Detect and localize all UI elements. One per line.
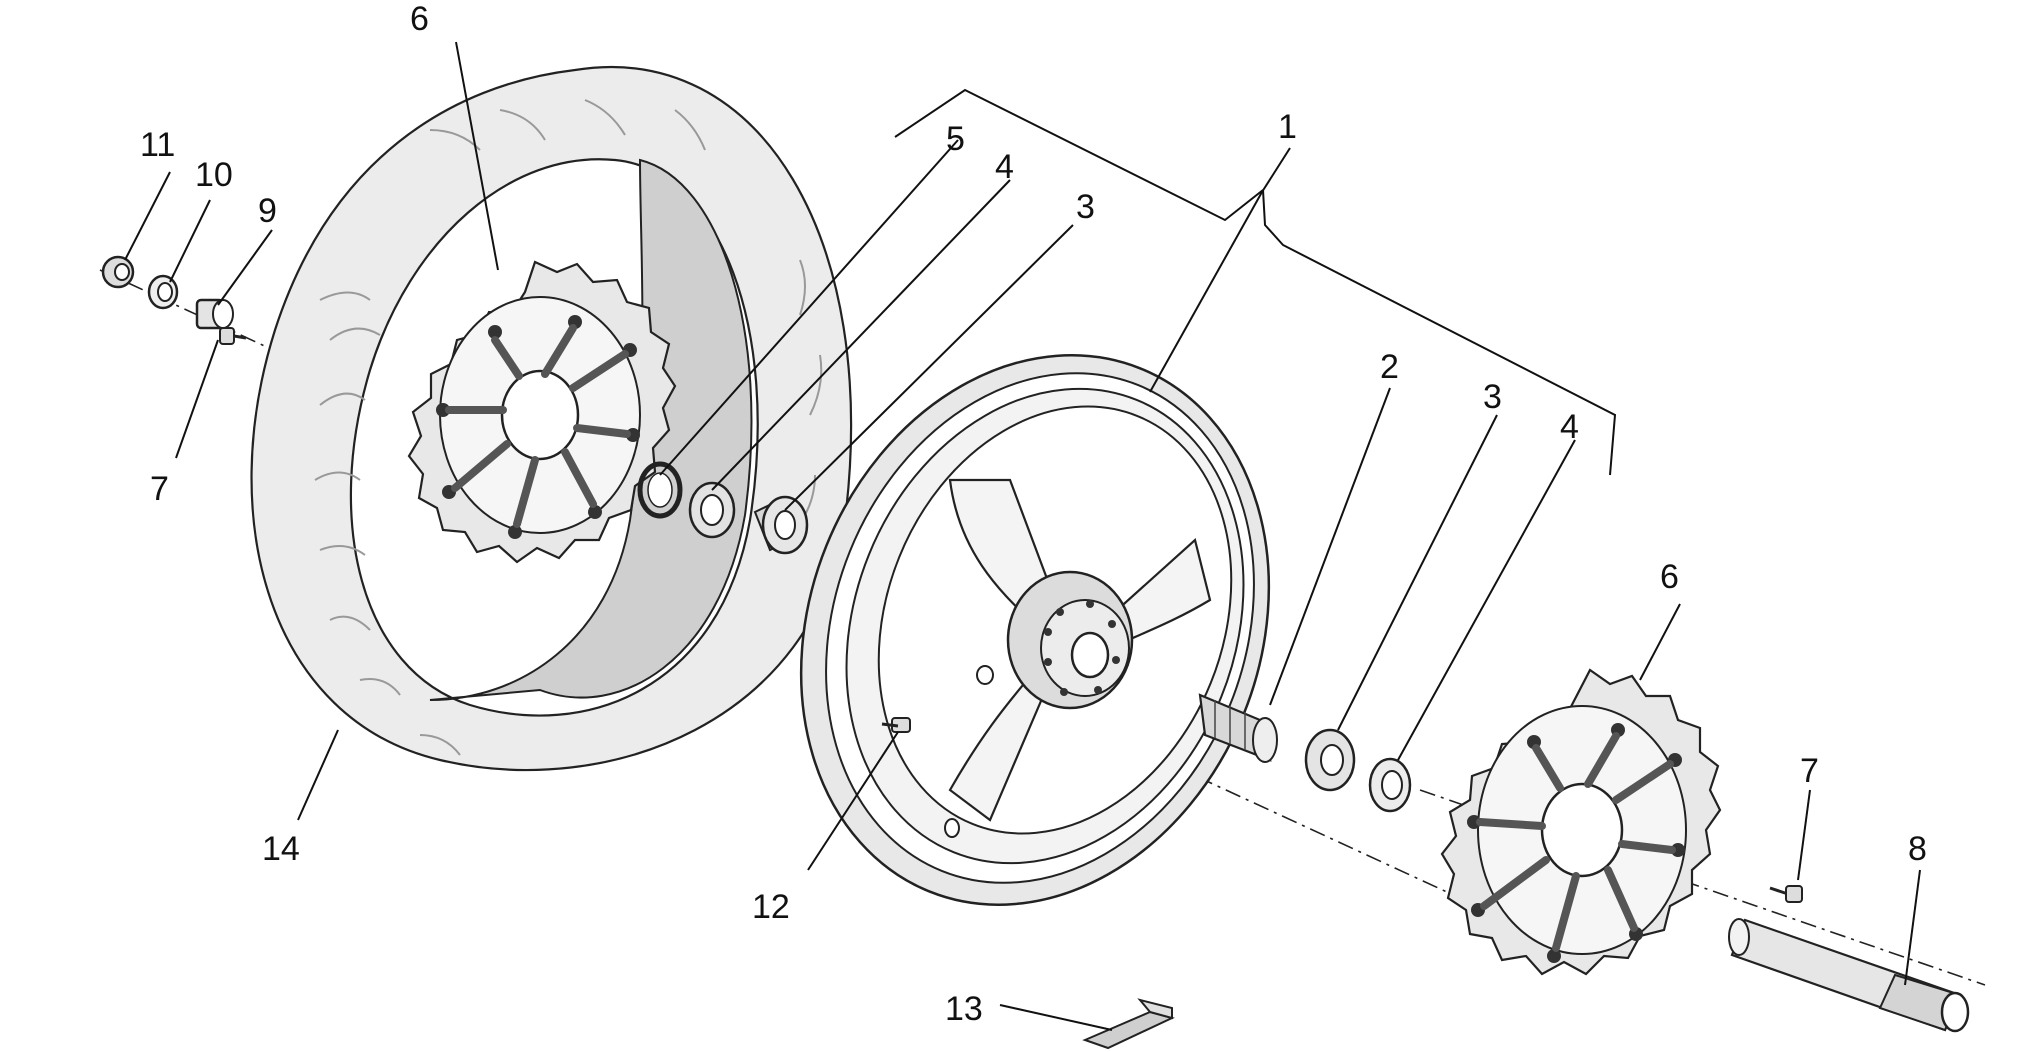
callout-7-left: 7 [150, 470, 169, 508]
wheel-hub [1006, 570, 1134, 710]
callout-1: 1 [1278, 108, 1297, 146]
oil-seal-4-right [1368, 757, 1412, 813]
washer-10 [147, 274, 179, 310]
leader-lines [124, 41, 1921, 1031]
callout-11: 11 [140, 126, 175, 164]
spacer-nut-11 [101, 255, 135, 289]
callout-5: 5 [946, 120, 965, 158]
assembly-bracket [894, 88, 1617, 476]
callout-labels: 1 2 3 3 4 4 5 6 6 7 7 8 9 10 11 12 13 14 [140, 0, 1927, 1028]
oil-seal-4-left [688, 481, 736, 539]
brake-disc-right [1440, 668, 1722, 976]
callout-9: 9 [258, 192, 277, 230]
callout-6-left: 6 [410, 0, 429, 38]
screw-7-left [219, 327, 247, 345]
callout-4-left: 4 [995, 148, 1014, 186]
bearing-3-right [1304, 728, 1356, 792]
circlip-5 [637, 461, 683, 519]
tyre-valve-12 [881, 717, 911, 733]
callout-8: 8 [1908, 830, 1927, 868]
callout-12: 12 [752, 888, 790, 926]
callout-7-right: 7 [1800, 752, 1819, 790]
brake-disc-left [407, 260, 677, 564]
callout-6-right: 6 [1660, 558, 1679, 596]
wheel-spindle-8 [1728, 918, 1970, 1033]
wheel-rim [799, 354, 1271, 906]
spacer-9 [195, 298, 234, 330]
callout-4-right: 4 [1560, 408, 1579, 446]
balance-weight-13 [1082, 998, 1175, 1050]
screw-7-right [1769, 885, 1803, 903]
callout-10: 10 [195, 156, 233, 194]
callout-3-left: 3 [1076, 188, 1095, 226]
spacer-2 [1198, 693, 1278, 763]
callout-14: 14 [262, 830, 300, 868]
callout-13: 13 [945, 990, 983, 1028]
bearing-3-left [753, 495, 809, 555]
callout-3-right: 3 [1483, 378, 1502, 416]
callout-2: 2 [1380, 348, 1399, 386]
